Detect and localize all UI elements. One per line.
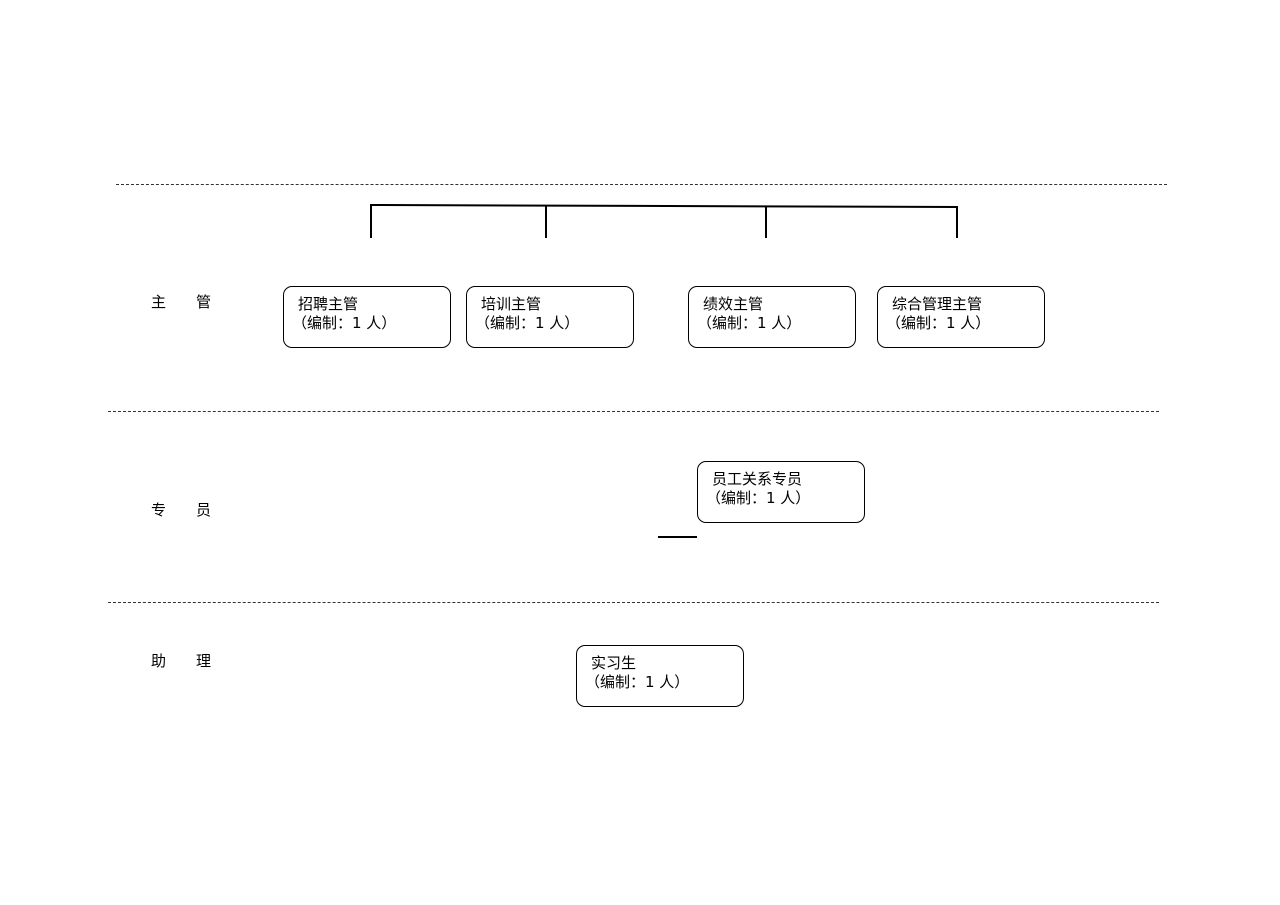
node-title: 招聘主管: [298, 295, 359, 313]
node-quota: （编制：1 人）: [475, 314, 580, 332]
node-general-management-supervisor: 综合管理主管 （编制：1 人）: [877, 286, 1045, 348]
node-performance-supervisor: 绩效主管 （编制：1 人）: [688, 286, 856, 348]
level-label-specialist: 专 员: [151, 501, 212, 519]
node-intern: 实习生 （编制：1 人）: [576, 645, 744, 707]
supervisor-bracket-line: [370, 203, 958, 238]
node-quota: （编制：1 人）: [886, 314, 991, 332]
node-training-supervisor: 培训主管 （编制：1 人）: [466, 286, 634, 348]
node-quota: （编制：1 人）: [585, 673, 690, 691]
node-title: 培训主管: [481, 295, 542, 313]
node-title: 综合管理主管: [892, 295, 983, 313]
node-title: 员工关系专员: [712, 470, 803, 488]
level-divider-middle: [108, 411, 1159, 412]
node-recruit-supervisor: 招聘主管 （编制：1 人）: [283, 286, 451, 348]
level-label-supervisor: 主 管: [151, 293, 212, 311]
node-title: 实习生: [591, 654, 637, 672]
node-title: 绩效主管: [703, 295, 764, 313]
node-quota: （编制：1 人）: [292, 314, 397, 332]
node-employee-relations-specialist: 员工关系专员 （编制：1 人）: [697, 461, 865, 523]
level-label-assistant: 助 理: [151, 652, 212, 670]
node-quota: （编制：1 人）: [697, 314, 802, 332]
level-divider-top: [116, 184, 1167, 185]
level-divider-bottom: [108, 602, 1159, 603]
node-quota: （编制：1 人）: [706, 489, 811, 507]
